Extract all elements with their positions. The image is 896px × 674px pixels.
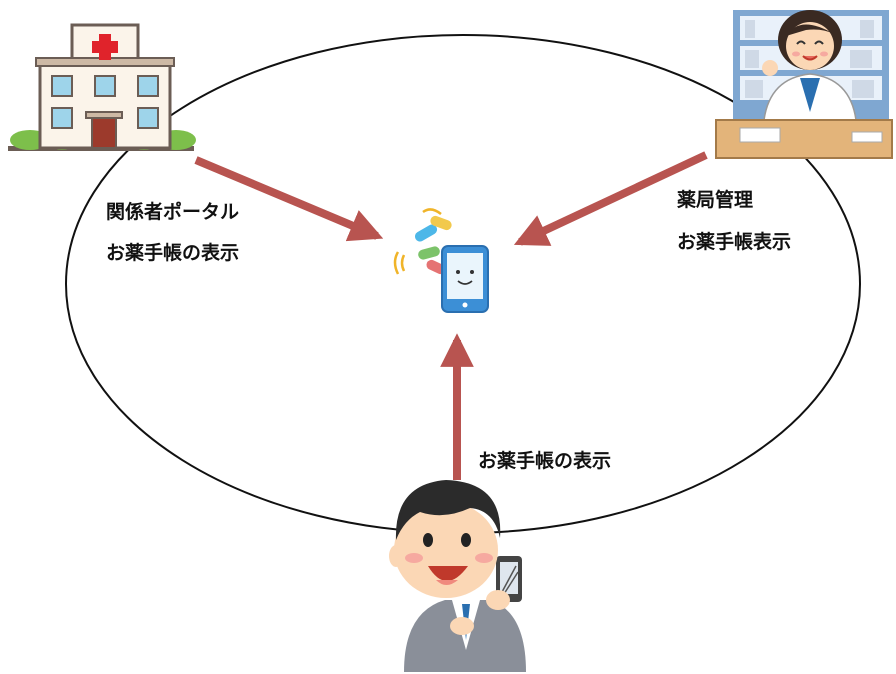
smartphone-medicine-icon bbox=[393, 208, 489, 313]
hospital-icon bbox=[8, 23, 196, 151]
arrow-hospital-to-app bbox=[194, 156, 384, 242]
arrow-pharmacy-to-app bbox=[513, 151, 708, 246]
patient-label: お薬手帳の表示 bbox=[478, 450, 612, 472]
pharmacy-label-line2: お薬手帳表示 bbox=[677, 231, 792, 253]
pharmacist-icon bbox=[715, 10, 893, 159]
hospital-label-line1: 関係者ポータル bbox=[106, 201, 240, 223]
patient-with-phone-icon bbox=[389, 480, 526, 672]
hospital-label-line2: お薬手帳の表示 bbox=[106, 242, 240, 264]
pharmacy-label-line1: 薬局管理 bbox=[677, 189, 754, 211]
